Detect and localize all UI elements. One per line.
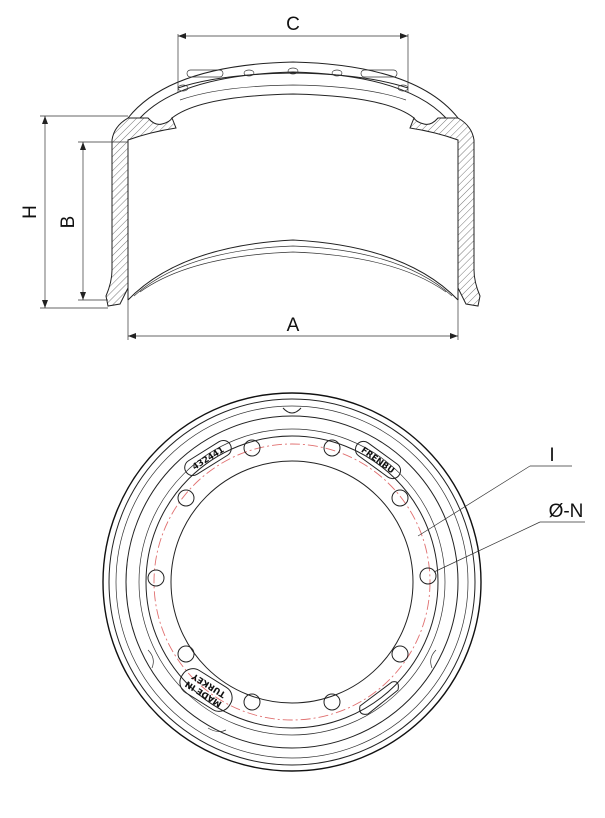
drum-bottom-edge [127,239,459,301]
dimension-c: C [177,14,409,92]
center-bore [170,460,414,704]
flange-hole [243,69,255,77]
drum-top-flange [127,61,459,119]
dimension-b: B [58,141,128,301]
bolt-hole [147,569,165,587]
flange-hole [331,69,343,77]
outer-rim [102,392,482,772]
bolt-hole [323,439,341,457]
right-wall-section [409,116,481,307]
dimension-c-label: C [286,14,300,35]
dimension-h: H [20,115,128,309]
dimension-b-label: B [58,216,79,229]
balance-notch [147,649,154,669]
bolt-hole [177,645,195,663]
bolt-hole [177,489,195,507]
callout-n: Ø-N [433,501,585,573]
bolt-hole [419,567,437,585]
dimension-a-label: A [287,315,300,336]
left-wall-section [105,116,177,307]
bolt-hole [391,645,409,663]
bolt-holes [147,439,437,711]
dimension-a: A [127,300,459,340]
bolt-hole [323,693,341,711]
bolt-hole [243,439,261,457]
front-view: 432441 FRENBU MADE IN TURKEY I Ø-N [102,392,585,772]
callout-i: I [417,445,572,537]
balance-notch-top [282,407,302,414]
flange-stamp-right [360,69,398,78]
side-view: C H B A [20,14,481,340]
callout-i-label: I [549,445,554,466]
flange-hole [287,67,299,75]
bolt-circle [153,443,431,721]
bolt-hole [391,489,409,507]
balance-notch [430,649,437,669]
flange-ring [145,435,439,729]
balance-notch [207,727,227,732]
bolt-hole [243,693,261,711]
callout-n-label: Ø-N [549,501,584,522]
dimension-h-label: H [20,205,41,219]
flange-stamp-left [186,69,224,78]
inspection-slot [359,681,399,715]
